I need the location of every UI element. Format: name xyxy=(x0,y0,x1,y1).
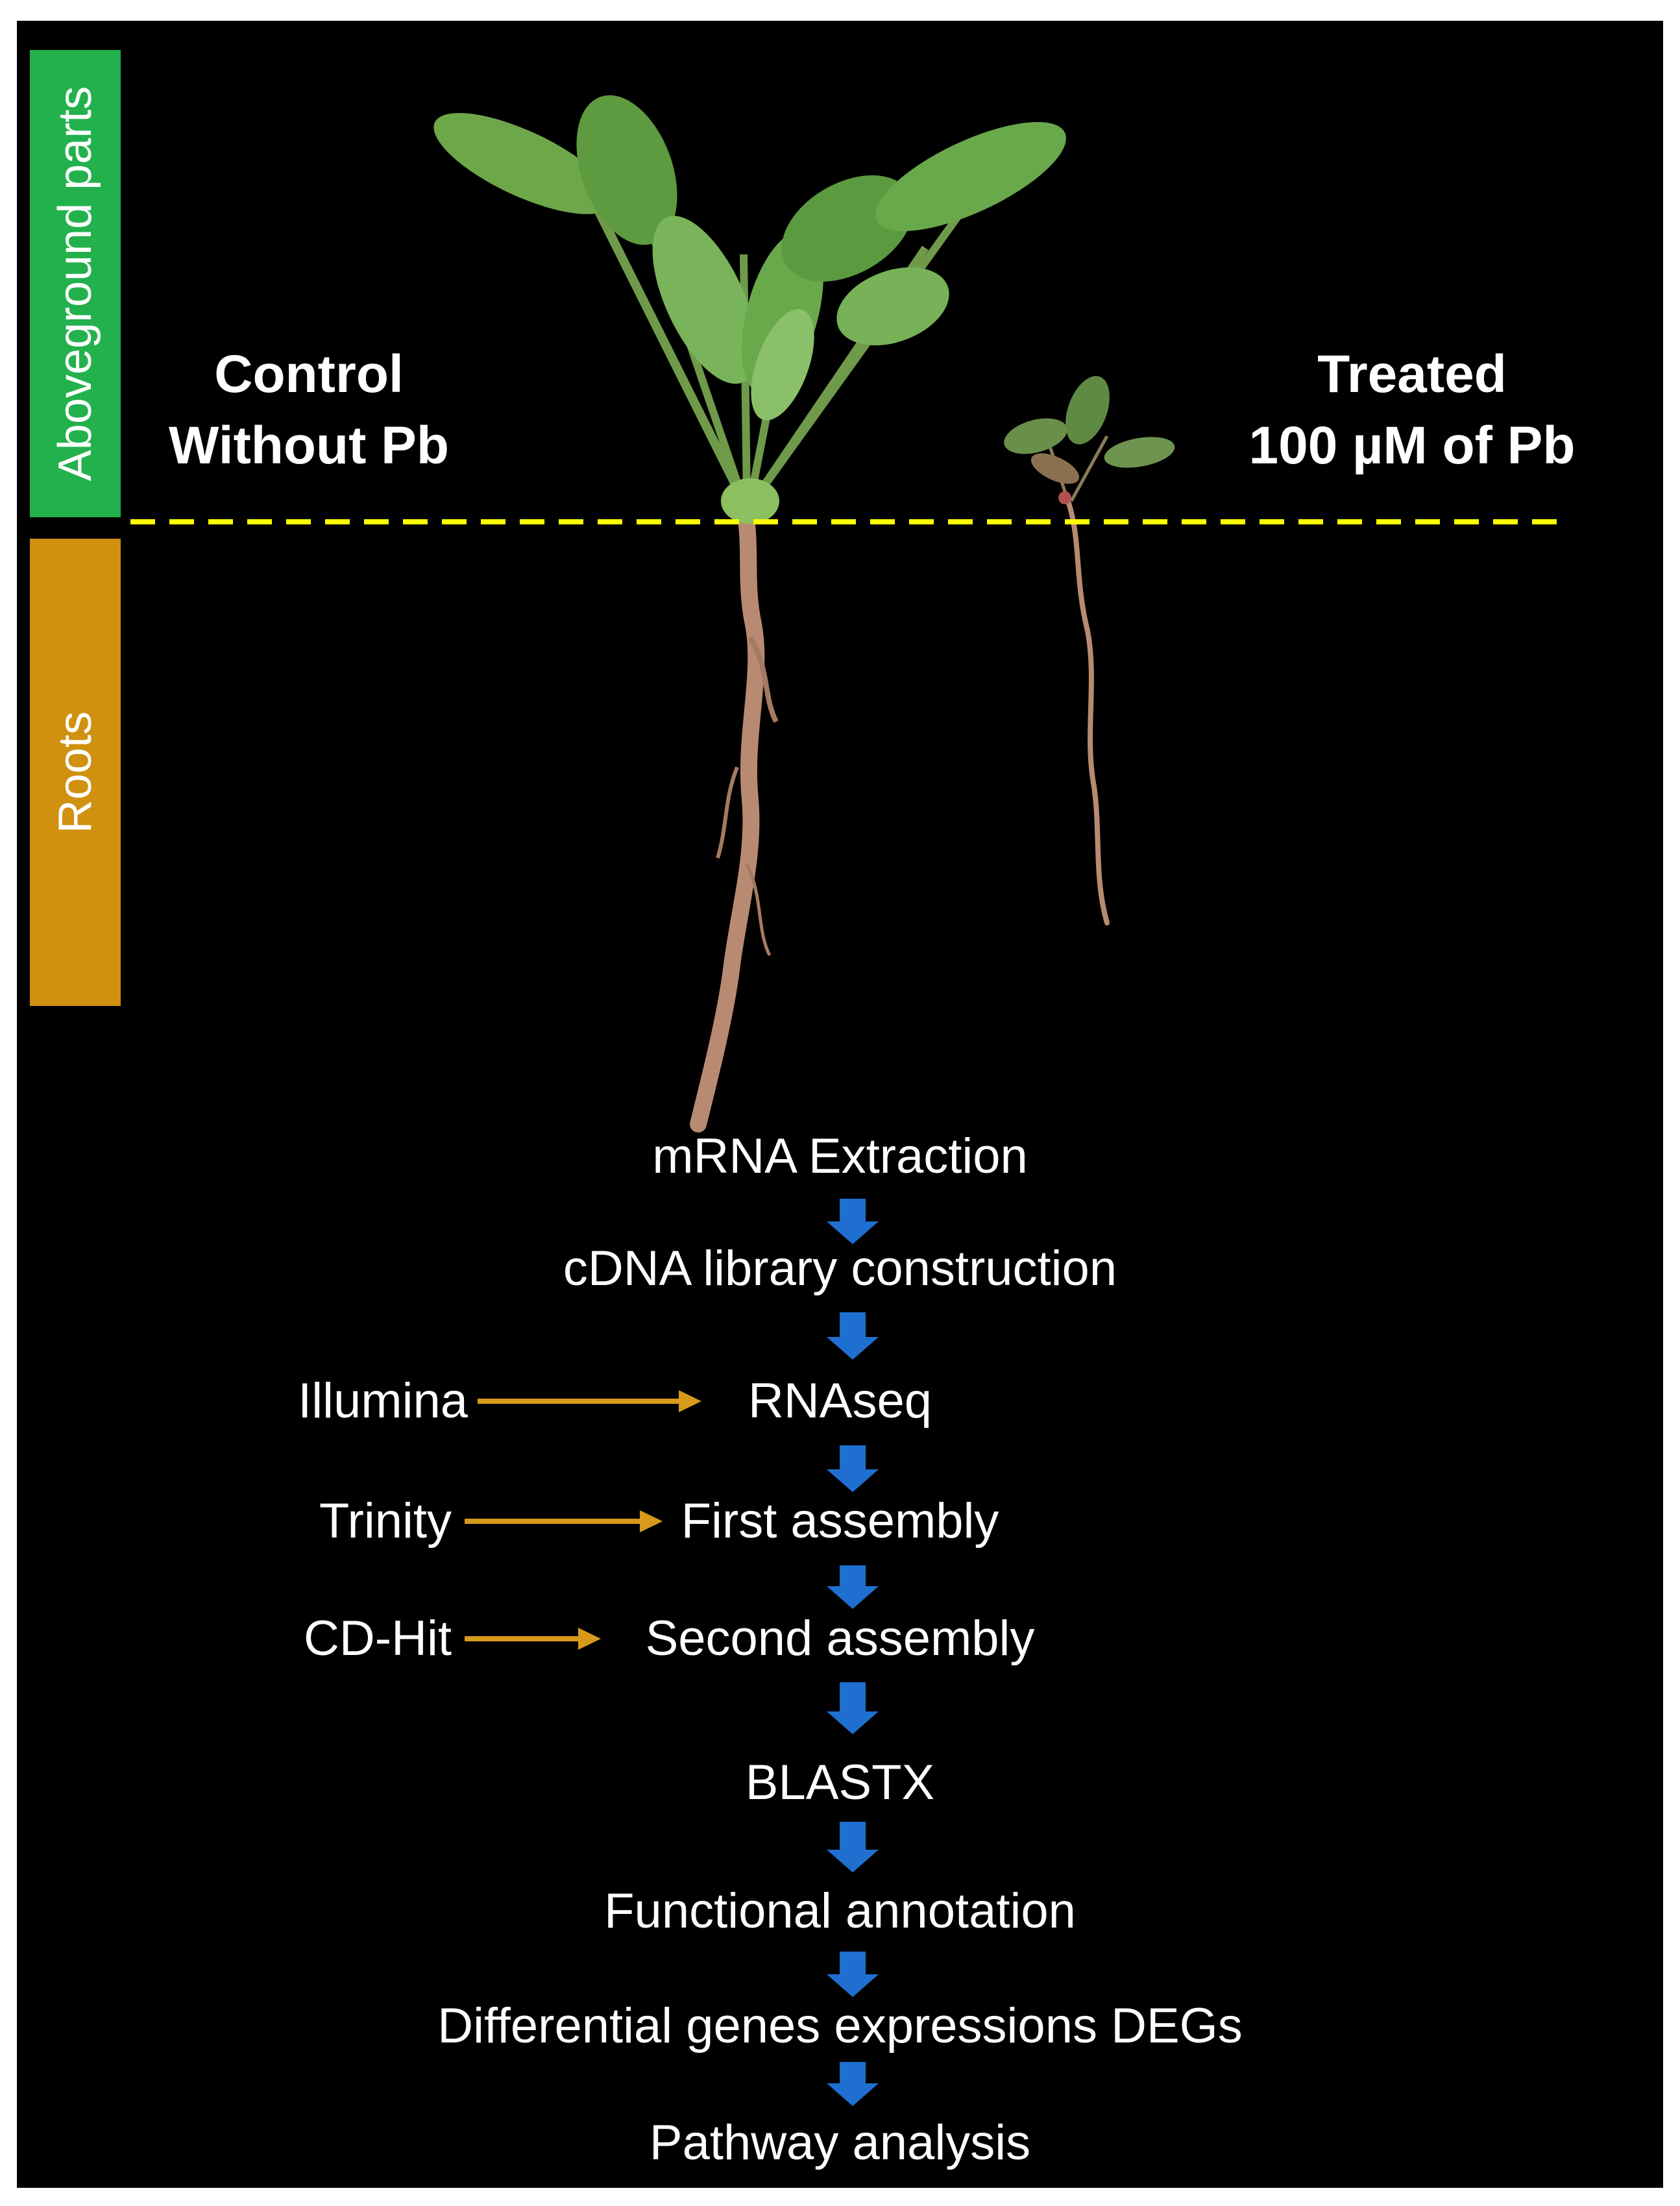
tool-illumina: Illumina xyxy=(298,1373,468,1428)
step-arrow-3 xyxy=(827,1445,879,1492)
control-subtitle: Without Pb xyxy=(169,416,449,475)
treated-plant-image xyxy=(1004,376,1175,925)
step-arrows xyxy=(827,1199,879,2106)
step-functional-annotation: Functional annotation xyxy=(604,1883,1076,1939)
roots-label: Roots xyxy=(30,539,121,1006)
treated-condition-label: Treated 100 µM of Pb xyxy=(1198,339,1626,482)
step-first-assembly: First assembly xyxy=(681,1493,999,1549)
aboveground-label: Aboveground parts xyxy=(30,50,121,517)
figure-panel: Aboveground parts Roots Control Without … xyxy=(17,21,1663,2188)
tool-trinity: Trinity xyxy=(319,1493,452,1549)
control-plant-image xyxy=(433,95,1066,1133)
tool-arrows xyxy=(465,1390,701,1650)
step-arrow-6 xyxy=(827,1822,879,1872)
step-arrow-4 xyxy=(827,1565,879,1609)
control-condition-label: Control Without Pb xyxy=(121,339,497,482)
step-mrna-extraction: mRNA Extraction xyxy=(652,1129,1028,1184)
step-second-assembly: Second assembly xyxy=(645,1611,1035,1666)
step-cdna-library: cDNA library construction xyxy=(563,1241,1117,1296)
roots-label-text: Roots xyxy=(49,711,101,834)
step-pathway-analysis: Pathway analysis xyxy=(649,2115,1031,2170)
step-blastx: BLASTX xyxy=(745,1755,935,1810)
control-title: Control xyxy=(214,345,404,404)
treated-title: Treated xyxy=(1317,345,1507,404)
step-degs: Differential genes expressions DEGs xyxy=(437,1998,1243,2053)
aboveground-label-text: Aboveground parts xyxy=(49,86,102,482)
treated-subtitle: 100 µM of Pb xyxy=(1248,416,1576,475)
step-arrow-8 xyxy=(827,2062,879,2106)
step-arrow-5 xyxy=(827,1682,879,1734)
tool-cdhit: CD-Hit xyxy=(304,1611,452,1666)
step-rnaseq: RNAseq xyxy=(748,1373,932,1428)
step-arrow-7 xyxy=(827,1952,879,1997)
step-arrow-1 xyxy=(827,1199,879,1244)
figure-graphics xyxy=(130,95,1561,2106)
step-arrow-2 xyxy=(827,1312,879,1360)
